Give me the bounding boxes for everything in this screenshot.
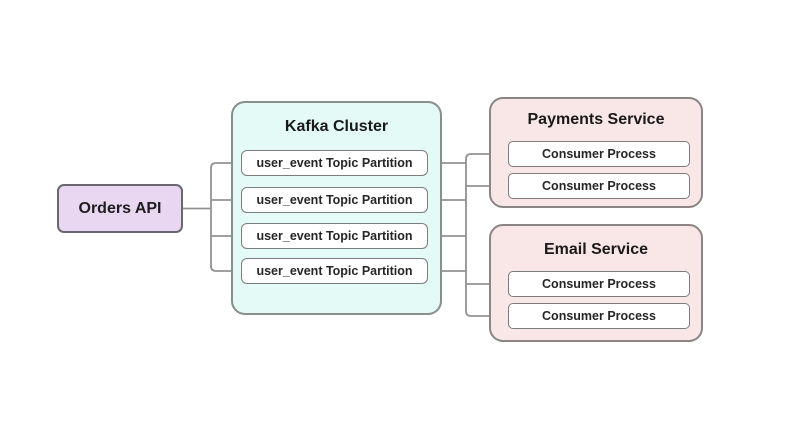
email-consumer-node-2: Consumer Process <box>508 303 690 329</box>
edge-to-email-consumer-2 <box>465 310 500 317</box>
payments-consumer-node-2: Consumer Process <box>508 173 690 199</box>
email-consumer-node-1: Consumer Process <box>508 271 690 297</box>
topic-partition-node-2: user_event Topic Partition <box>241 187 428 213</box>
email-service-title: Email Service <box>543 241 649 258</box>
edge-to-payments-consumer-1 <box>465 153 500 160</box>
kafka-cluster-title: Kafka Cluster <box>284 118 389 135</box>
payments-service-title: Payments Service <box>527 111 665 128</box>
topic-partition-node-4: user_event Topic Partition <box>241 258 428 284</box>
node-orders-api: Orders API <box>57 184 183 233</box>
edge-to-partition-1 <box>210 162 233 169</box>
edge-to-partition-4 <box>210 265 233 272</box>
topic-partition-node-3: user_event Topic Partition <box>241 223 428 249</box>
payments-consumer-node-1: Consumer Process <box>508 141 690 167</box>
topic-partition-node-1: user_event Topic Partition <box>241 150 428 176</box>
